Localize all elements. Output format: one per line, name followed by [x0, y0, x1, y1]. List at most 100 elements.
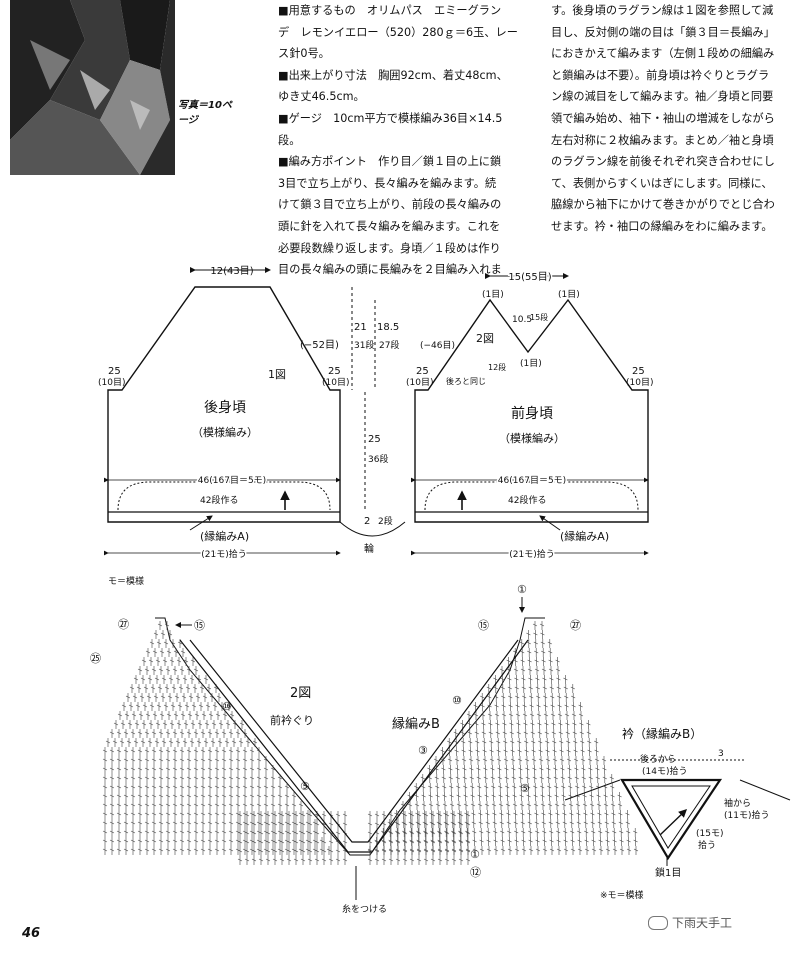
- stitch-mark: [461, 758, 467, 762]
- stitch-mark: [152, 650, 158, 654]
- stitch-mark: [571, 704, 576, 708]
- stitch-mark: [135, 704, 141, 708]
- stitch-mark: [182, 677, 188, 681]
- stitch-mark: [456, 794, 461, 798]
- stitch-mark: [205, 704, 211, 708]
- stitch-mark: [423, 858, 429, 862]
- front-top-label: 15(55目): [508, 272, 551, 283]
- stitch-mark: [242, 767, 248, 771]
- stitch-mark: [525, 767, 530, 771]
- stitch-mark: [293, 849, 299, 853]
- page-number: 46: [22, 926, 41, 941]
- attach-yarn-label: 糸をつける: [342, 903, 387, 915]
- stitch-mark: [186, 668, 192, 672]
- stitch-mark: [416, 839, 421, 843]
- stitch-mark: [414, 794, 419, 798]
- stitch-mark: [463, 803, 469, 807]
- stitch-mark: [170, 704, 176, 708]
- text-line: 3目で立ち上がり、長々編みを編みます。続: [278, 176, 497, 190]
- stitch-mark: [534, 821, 539, 825]
- stitch-mark: [102, 776, 108, 780]
- stitch-mark: [458, 831, 464, 835]
- stitch-mark: [265, 858, 271, 862]
- stitch-mark: [284, 785, 290, 789]
- stitch-mark: [597, 821, 602, 825]
- stitch-mark: [492, 812, 497, 816]
- stitch-mark: [137, 821, 143, 825]
- front-pickup: (21モ)拾う: [509, 548, 554, 560]
- stitch-mark: [402, 839, 407, 843]
- stitch-mark: [116, 731, 122, 735]
- stitch-mark: [249, 794, 255, 798]
- stitch-mark: [151, 785, 157, 789]
- stitch-mark: [618, 821, 623, 825]
- stitch-mark: [469, 776, 474, 780]
- stitch-mark: [534, 650, 539, 654]
- back-left-shoulder-sts: (10目): [98, 377, 125, 388]
- front-subtitle: （模様編み）: [499, 431, 565, 445]
- stitch-mark: [488, 722, 493, 726]
- stitch-mark: [151, 848, 157, 852]
- stitch-mark: [402, 831, 408, 835]
- stitch-mark: [200, 803, 206, 807]
- stitch-mark: [165, 839, 171, 843]
- stitch-mark: [559, 758, 565, 762]
- stitch-mark: [564, 695, 569, 699]
- neck-title: 前衿ぐり: [270, 713, 314, 727]
- stitch-mark: [476, 776, 481, 780]
- stitch-mark: [137, 794, 143, 798]
- text-line: 目の長々編みの頭に長編みを２目編み入れま: [278, 263, 502, 277]
- stitch-mark: [496, 749, 501, 753]
- stitch-mark: [416, 849, 422, 853]
- photo-caption: 写真＝10ページ: [178, 100, 232, 126]
- stitch-mark: [537, 731, 542, 735]
- stitch-mark: [516, 731, 521, 735]
- stitch-mark: [449, 794, 454, 798]
- stitch-mark: [437, 822, 443, 826]
- stitch-mark: [113, 722, 119, 726]
- stitch-mark: [440, 749, 445, 753]
- stitch-mark: [395, 822, 401, 826]
- stitch-mark: [473, 704, 478, 708]
- stitch-mark: [109, 848, 115, 852]
- stitch-mark: [207, 812, 213, 816]
- stitch-mark: [591, 839, 596, 843]
- stitch-mark: [180, 650, 186, 654]
- stitch-mark: [165, 785, 171, 789]
- stitch-mark: [575, 803, 581, 807]
- stitch-mark: [179, 848, 185, 852]
- stitch-mark: [186, 812, 192, 816]
- stitch-mark: [193, 767, 199, 771]
- stitch-mark: [510, 740, 515, 744]
- stitch-mark: [566, 740, 571, 744]
- stitch-mark: [467, 722, 472, 726]
- stitch-mark: [249, 776, 255, 780]
- stitch-mark: [182, 740, 188, 744]
- stitch-mark: [395, 831, 401, 835]
- stitch-mark: [485, 821, 490, 825]
- text-line: ス針0号。: [278, 47, 330, 61]
- stitch-mark: [472, 830, 477, 834]
- back-raglan-dec: (−52目): [300, 340, 339, 351]
- stitch-mark: [172, 839, 178, 843]
- text-line: 頭に針を入れて長々編みを編みます。これを: [278, 219, 501, 233]
- stitch-mark: [508, 704, 513, 708]
- stitch-mark: [492, 821, 497, 825]
- stitch-mark: [448, 767, 453, 771]
- stitch-mark: [529, 695, 534, 699]
- stitch-mark: [437, 849, 443, 853]
- stitch-mark: [474, 731, 479, 735]
- stitch-mark: [451, 858, 457, 862]
- stitch-mark: [156, 704, 162, 708]
- stitch-mark: [598, 848, 604, 852]
- stitch-mark: [151, 812, 157, 816]
- stitch-mark: [129, 686, 135, 690]
- stitch-mark: [284, 803, 290, 807]
- stitch-mark: [488, 731, 493, 735]
- stitch-mark: [193, 830, 199, 834]
- stitch-mark: [458, 840, 464, 844]
- ring-label: 輪: [364, 542, 374, 555]
- stitch-mark: [493, 839, 498, 843]
- stitch-mark: [388, 840, 394, 844]
- stitch-mark: [300, 813, 306, 817]
